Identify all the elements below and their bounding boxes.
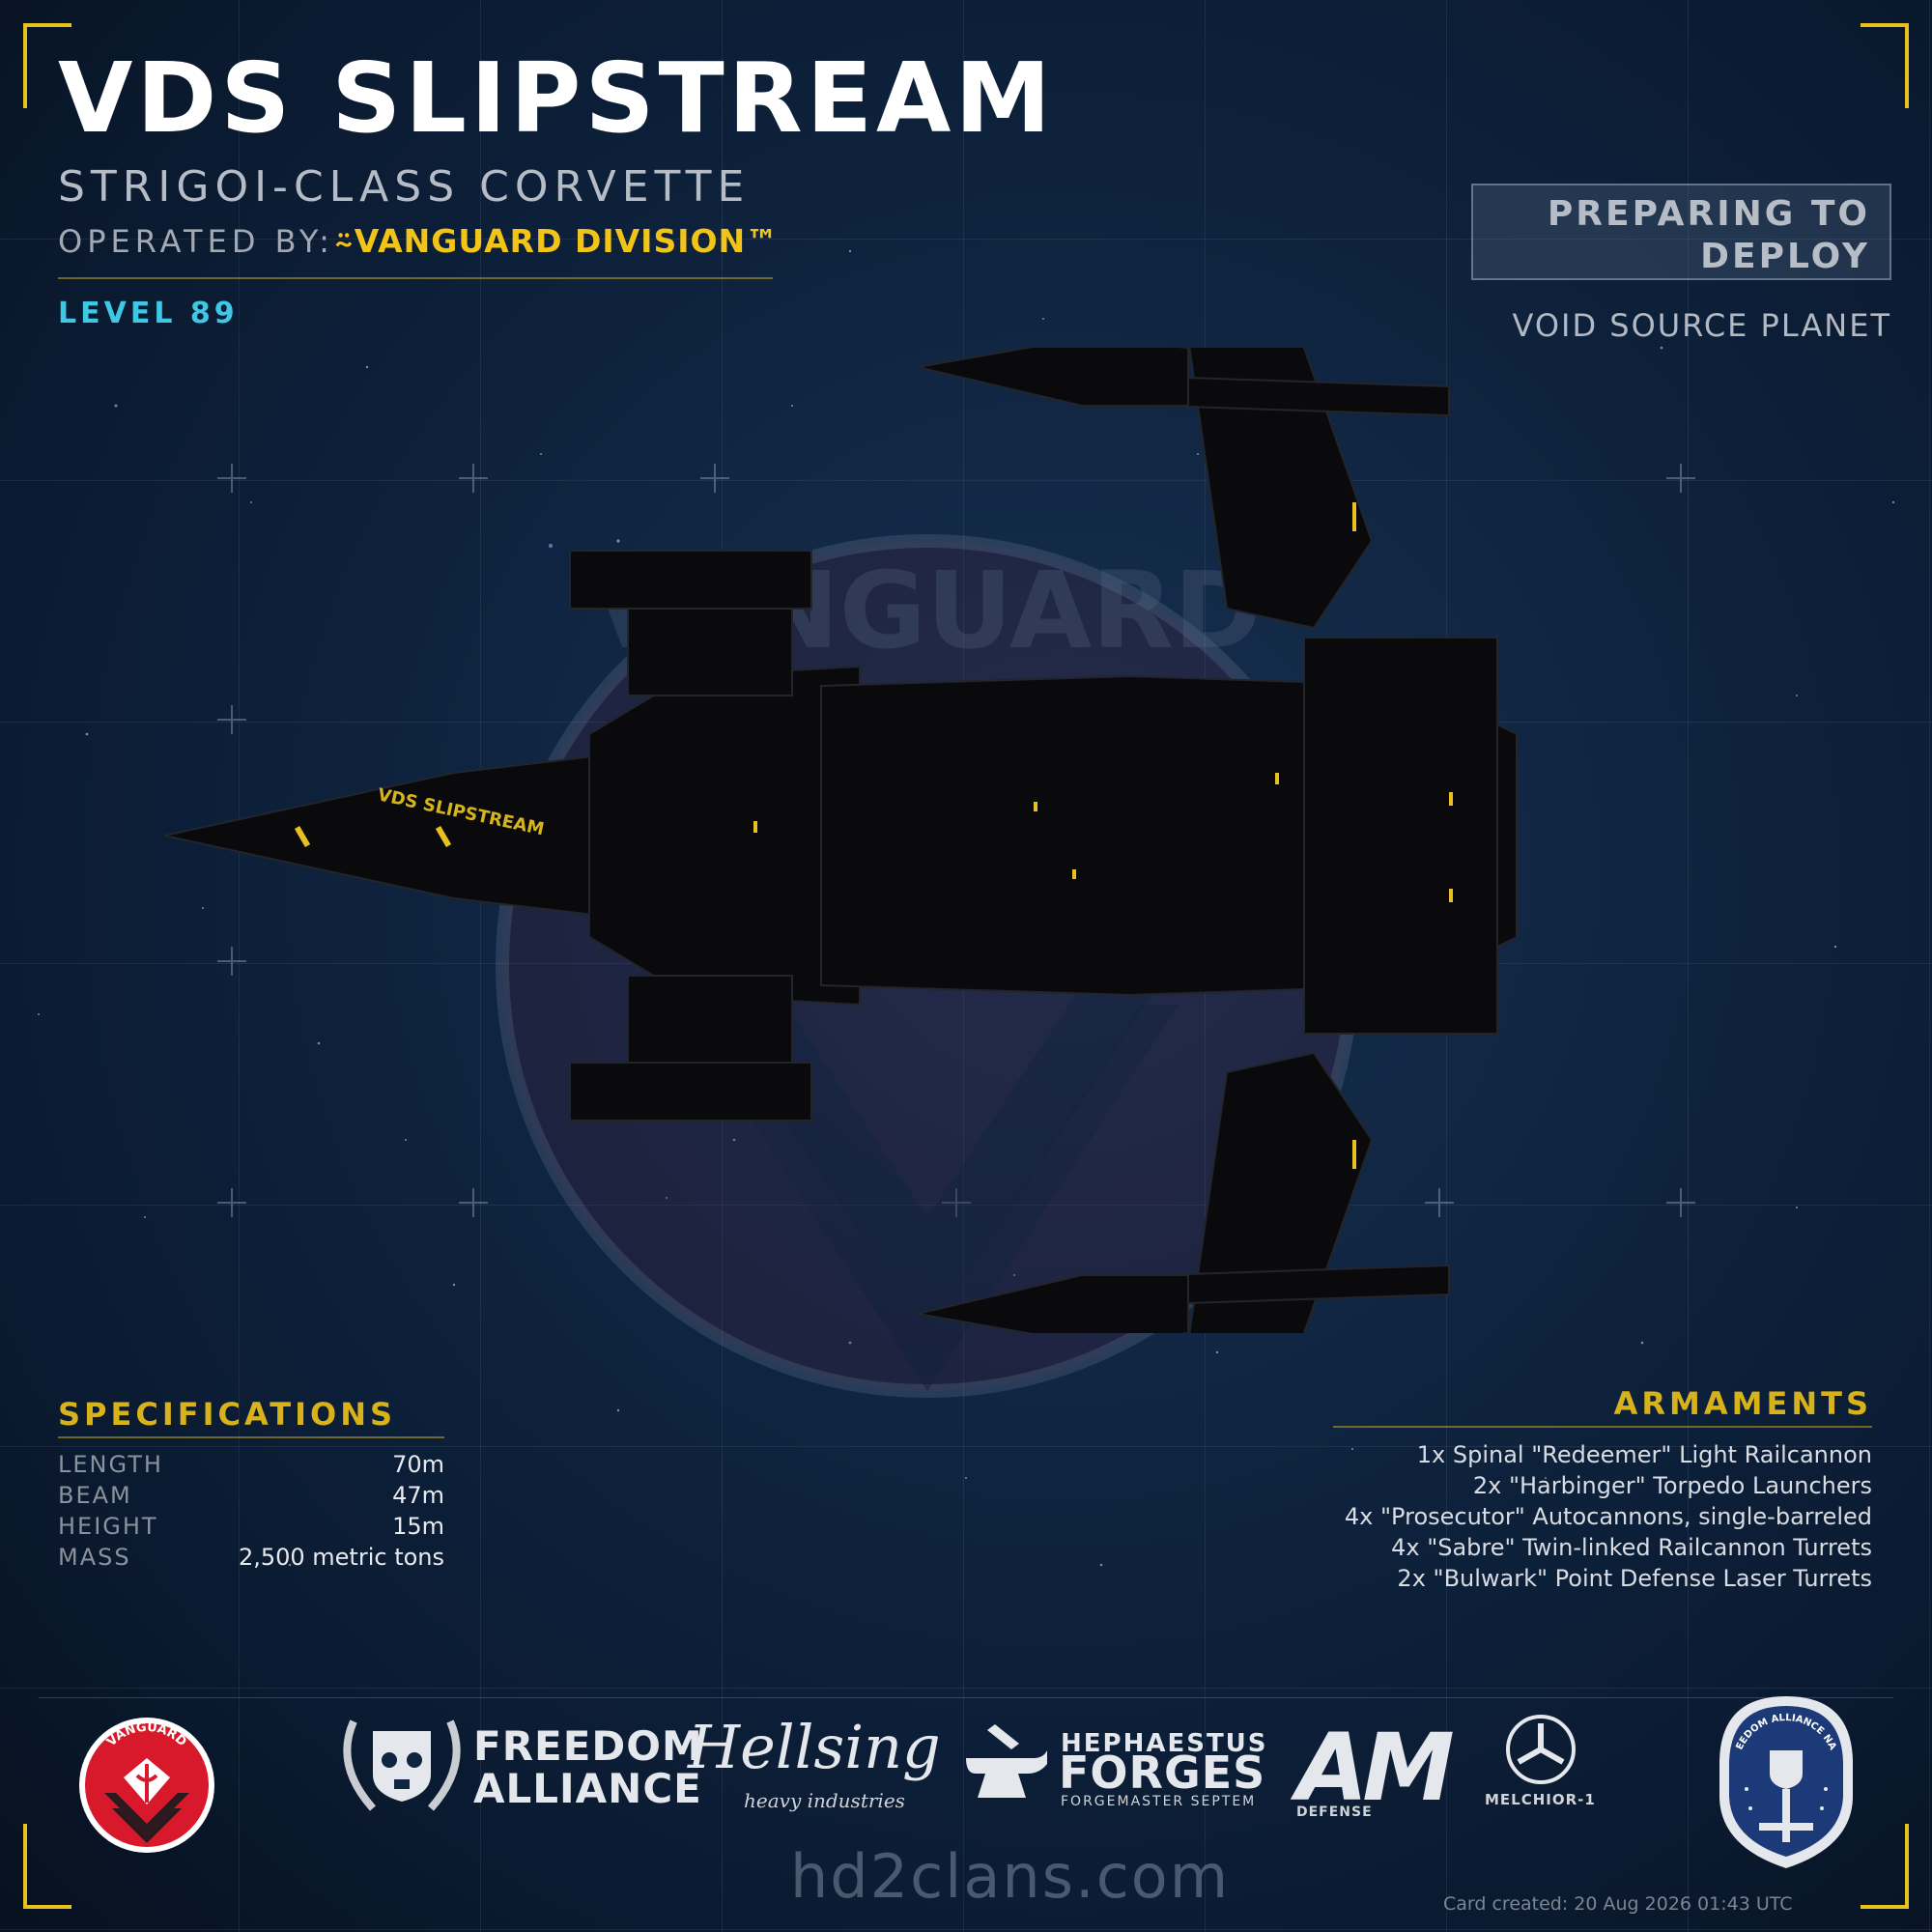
armaments-divider bbox=[1333, 1426, 1872, 1428]
freedom-alliance-line-1: FREEDOM bbox=[473, 1722, 703, 1770]
specifications-divider bbox=[58, 1436, 444, 1438]
spec-row-beam: BEAM 47m bbox=[58, 1480, 444, 1511]
fa-navy-badge-icon: FREEDOM ALLIANCE NAVY bbox=[1716, 1692, 1853, 1868]
header-divider bbox=[58, 277, 773, 279]
ship-class: STRIGOI-CLASS CORVETTE bbox=[58, 162, 751, 212]
spec-value: 70m bbox=[392, 1451, 444, 1478]
armaments-title: ARMAMENTS bbox=[1613, 1385, 1872, 1422]
spec-row-mass: MASS 2,500 metric tons bbox=[58, 1542, 444, 1573]
status-text: PREPARING TO DEPLOY bbox=[1547, 194, 1870, 276]
ship-name: VDS SLIPSTREAM bbox=[58, 42, 1055, 155]
hephaestus-logo-line-2: FORGES bbox=[1059, 1747, 1266, 1799]
status-badge: PREPARING TO DEPLOY bbox=[1471, 184, 1891, 280]
website-watermark: hd2clans.com bbox=[790, 1841, 1231, 1912]
operated-by-label: OPERATED BY: bbox=[58, 223, 334, 260]
spec-row-height: HEIGHT 15m bbox=[58, 1511, 444, 1542]
footer-divider bbox=[39, 1697, 1893, 1698]
freedom-alliance-skull-icon bbox=[343, 1719, 461, 1811]
hephaestus-logo-line-1: HEPHAESTUS bbox=[1061, 1729, 1268, 1758]
freedom-alliance-line-2: ALLIANCE bbox=[473, 1765, 702, 1812]
armament-item: 2x "Bulwark" Point Defense Laser Turrets bbox=[1397, 1565, 1872, 1592]
armament-item: 1x Spinal "Redeemer" Light Railcannon bbox=[1416, 1441, 1872, 1468]
location-label: VOID SOURCE PLANET bbox=[1512, 307, 1891, 344]
spec-row-length: LENGTH 70m bbox=[58, 1449, 444, 1480]
armament-item: 4x "Sabre" Twin-linked Railcannon Turret… bbox=[1391, 1534, 1872, 1561]
armaments-list: 1x Spinal "Redeemer" Light Railcannon 2x… bbox=[1345, 1439, 1872, 1594]
spec-value: 47m bbox=[392, 1482, 444, 1509]
spec-label: BEAM bbox=[58, 1482, 132, 1509]
level-label: LEVEL 89 bbox=[58, 297, 239, 330]
melchior-logo-text: MELCHIOR-1 bbox=[1485, 1791, 1596, 1808]
specifications-table: LENGTH 70m BEAM 47m HEIGHT 15m MASS 2,50… bbox=[58, 1449, 444, 1573]
ship-image: VDS SLIPSTREAM bbox=[164, 348, 1518, 1333]
armament-item: 2x "Harbinger" Torpedo Launchers bbox=[1472, 1472, 1872, 1499]
frame-corner-bottom-right bbox=[1861, 1824, 1909, 1909]
hellsing-logo-subtext: heavy industries bbox=[744, 1789, 905, 1812]
vanguard-badge-icon: VANGUARD bbox=[79, 1718, 214, 1853]
frame-corner-top-right bbox=[1861, 23, 1909, 108]
freedom-alliance-logo-text: FREEDOM ALLIANCE bbox=[473, 1725, 703, 1810]
frame-corner-top-left bbox=[23, 23, 71, 108]
card-created-timestamp: Card created: 20 Aug 2026 01:43 UTC bbox=[1443, 1893, 1793, 1915]
am-defense-logo-text: AM bbox=[1296, 1714, 1455, 1822]
hephaestus-logo-line-3: FORGEMASTER SEPTEM bbox=[1061, 1794, 1257, 1809]
operator-name: ⍨VANGUARD DIVISION™ bbox=[334, 222, 780, 260]
hephaestus-anvil-icon bbox=[966, 1724, 1047, 1798]
melchior-emblem-icon bbox=[1506, 1715, 1576, 1784]
frame-corner-bottom-left bbox=[23, 1824, 71, 1909]
spec-value: 15m bbox=[392, 1513, 444, 1540]
spec-label: LENGTH bbox=[58, 1451, 163, 1478]
spec-label: HEIGHT bbox=[58, 1513, 158, 1540]
am-defense-logo-subtext: DEFENSE bbox=[1296, 1804, 1373, 1820]
armament-item: 4x "Prosecutor" Autocannons, single-barr… bbox=[1344, 1503, 1872, 1530]
spec-label: MASS bbox=[58, 1544, 131, 1571]
specifications-title: SPECIFICATIONS bbox=[58, 1396, 397, 1433]
hellsing-logo-text: Hellsing bbox=[688, 1712, 941, 1782]
spec-value: 2,500 metric tons bbox=[238, 1544, 444, 1571]
